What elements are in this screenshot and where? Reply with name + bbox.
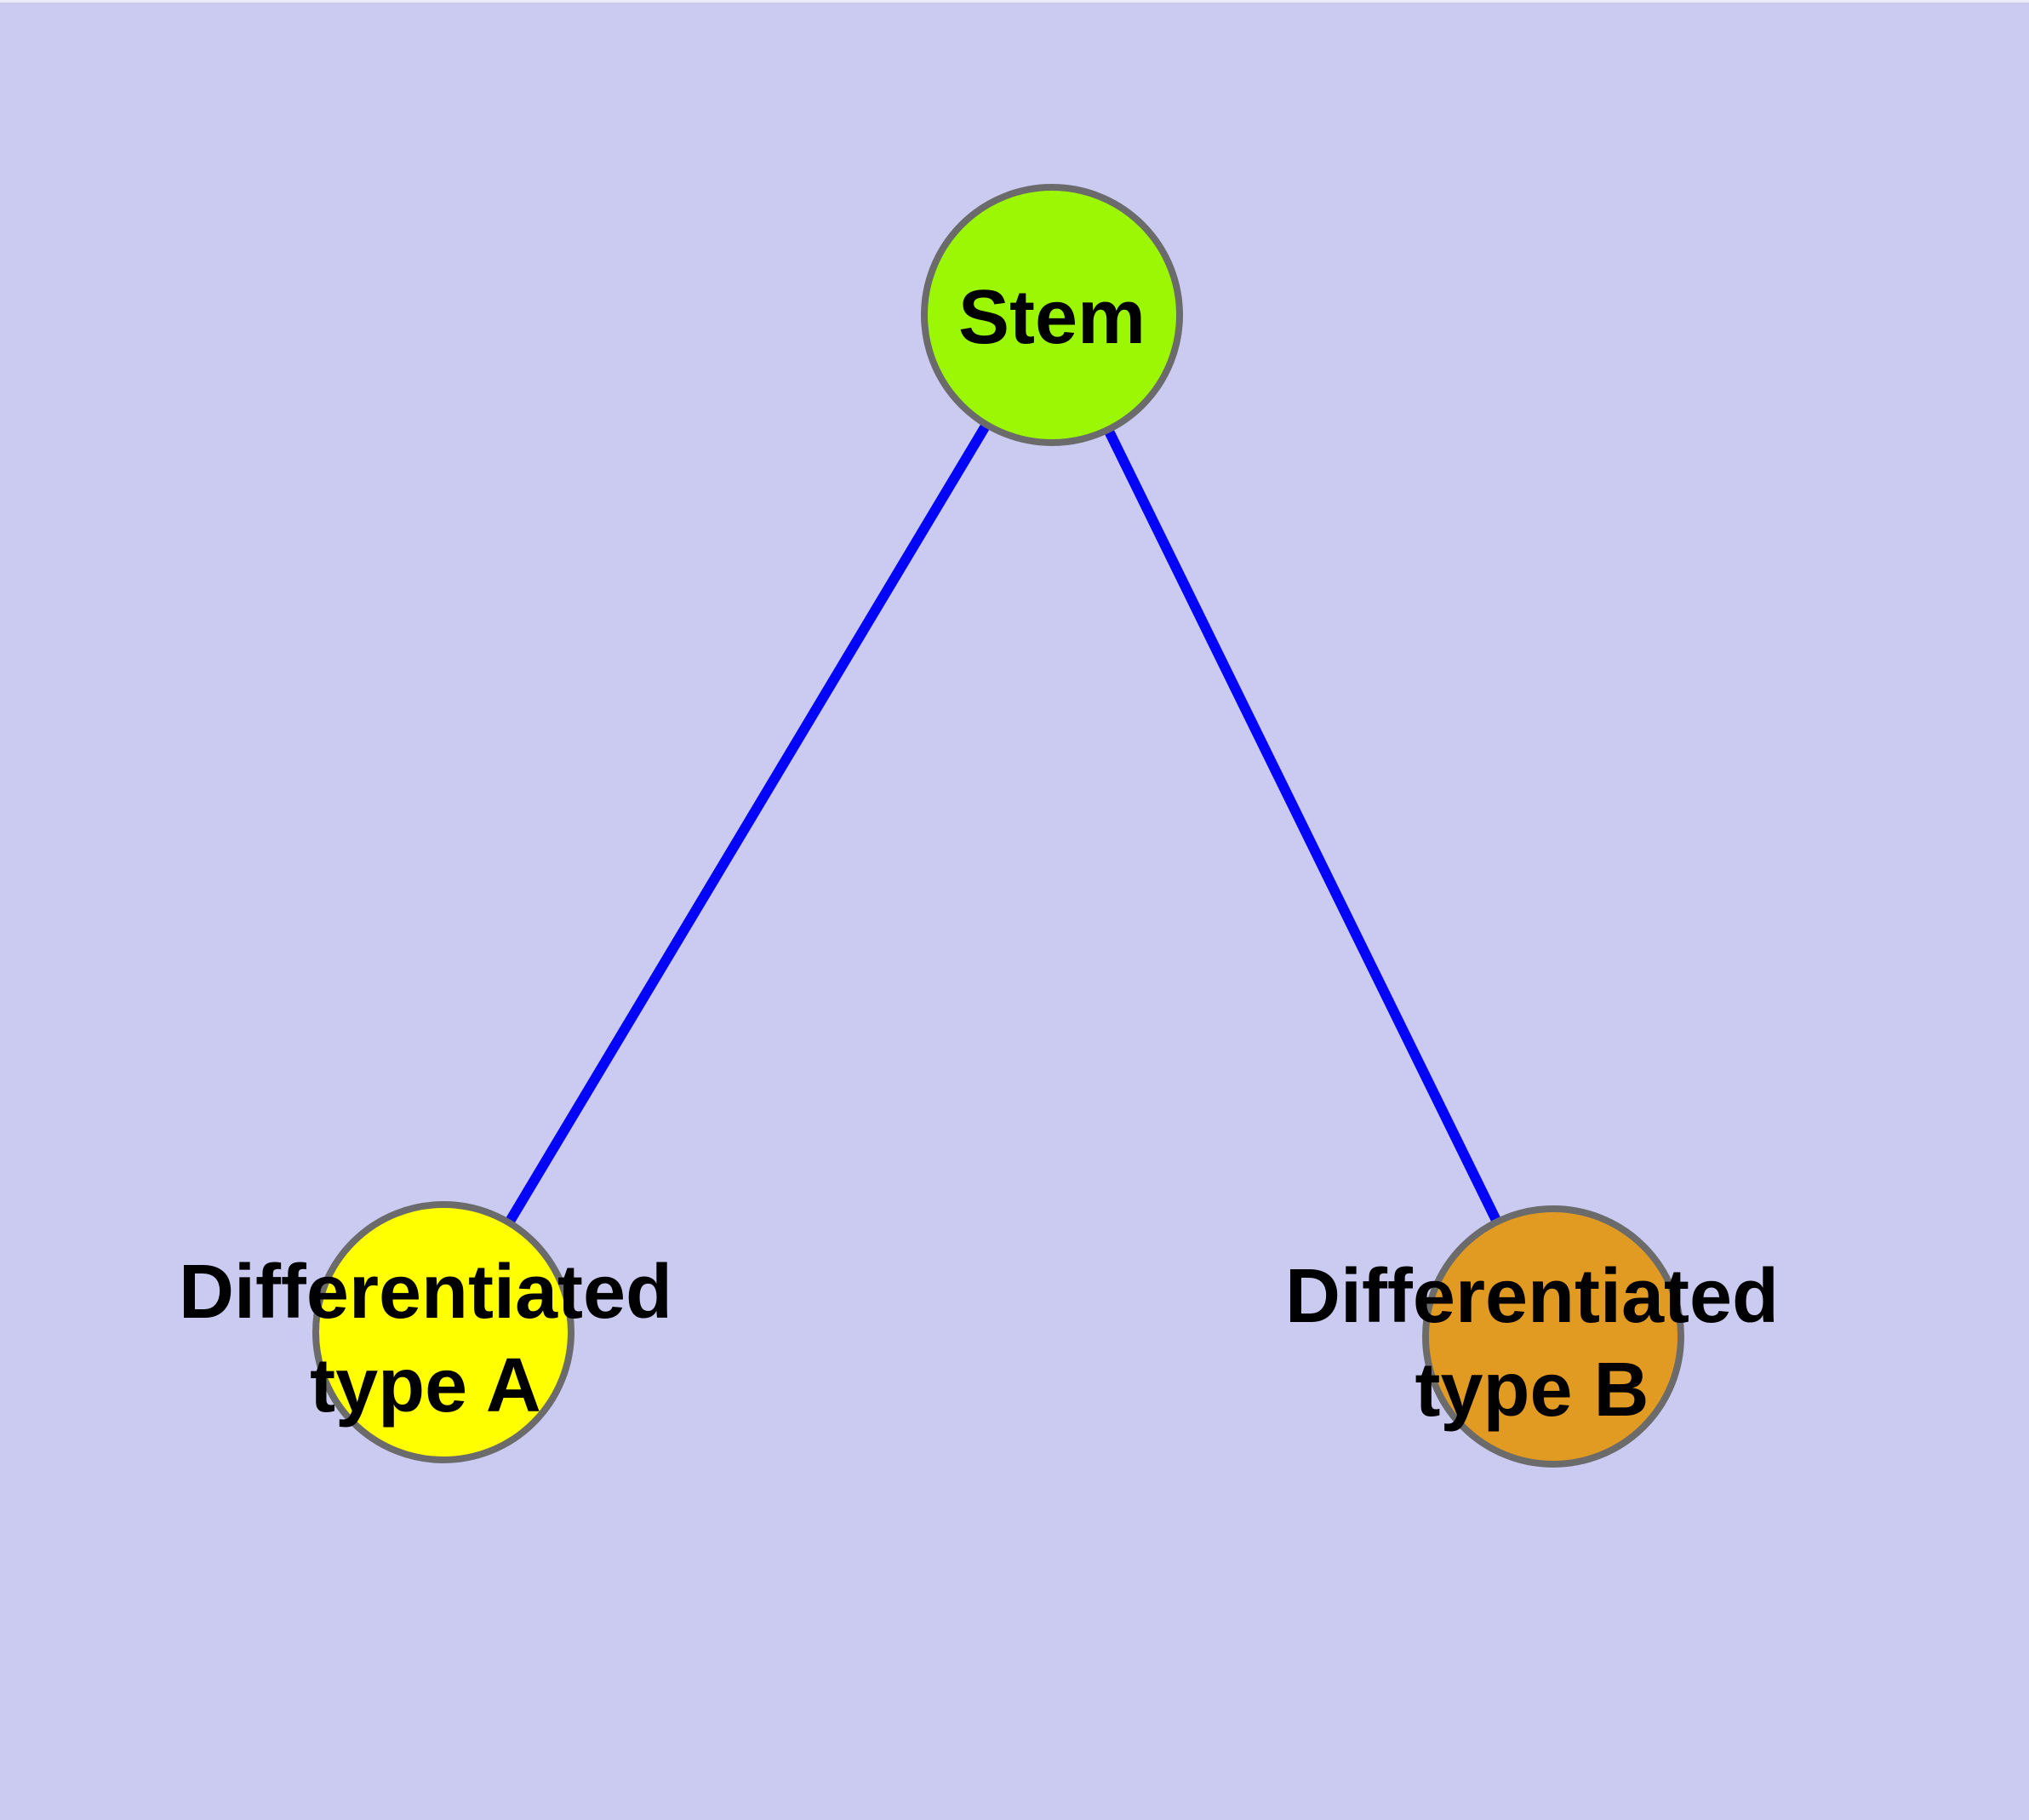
node-stem: Stem <box>921 184 1183 446</box>
node-differentiated-type-b-label-line2: type B <box>1415 1348 1649 1433</box>
node-differentiated-type-b-label-line1: Differentiated <box>1285 1254 1779 1339</box>
node-differentiated-type-a-label-line1: Differentiated <box>179 1250 672 1335</box>
node-differentiated-type-b-circle <box>1422 1205 1684 1468</box>
node-stem-circle <box>921 184 1183 446</box>
node-differentiated-type-a-label-line2: type A <box>310 1343 541 1428</box>
node-stem-label: Stem <box>958 275 1146 360</box>
node-differentiated-type-a: Differentiated type A <box>179 1201 672 1463</box>
edge-stem-to-type-a <box>438 312 1057 1336</box>
node-differentiated-type-a-circle <box>312 1201 574 1463</box>
top-edge-highlight <box>0 0 2029 3</box>
node-differentiated-type-b: Differentiated type B <box>1285 1205 1779 1468</box>
edge-stem-to-type-b <box>1047 312 1558 1339</box>
